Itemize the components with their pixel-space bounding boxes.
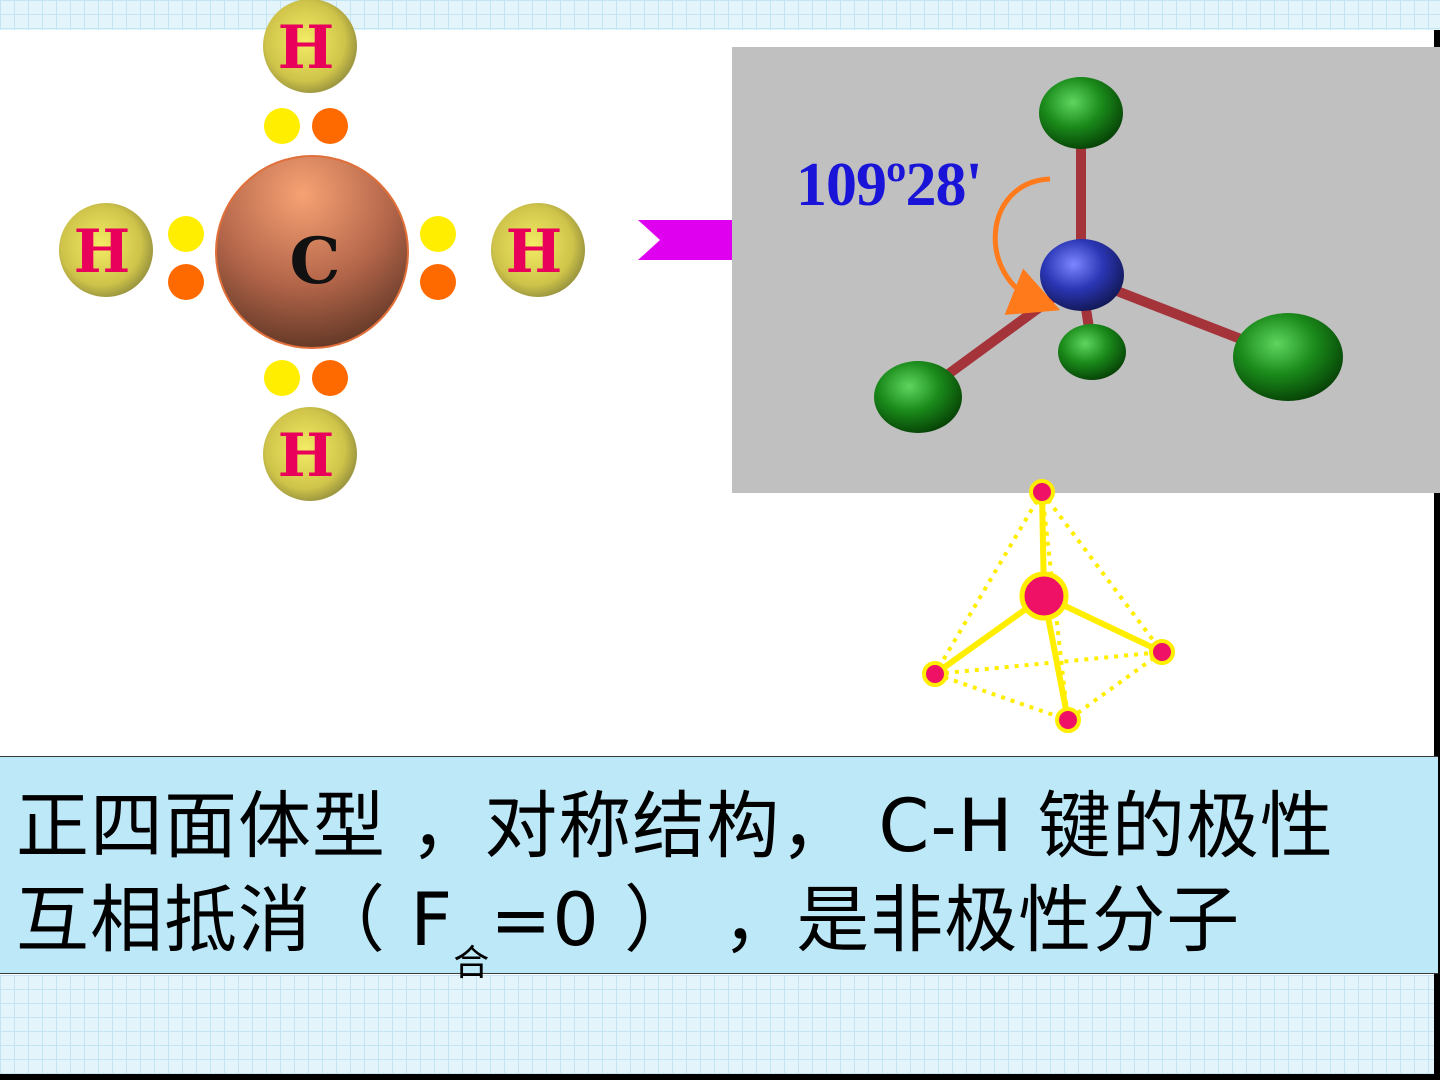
hydrogen-atom-label: H (74, 217, 131, 287)
vertex-atom-dot (922, 661, 948, 687)
electron-dot (312, 108, 348, 144)
hydrogen-atom-label: H (506, 217, 563, 287)
shared-electron-pairs (168, 108, 456, 396)
slide-bottom-border (0, 1074, 1440, 1080)
caption-line-2-start: 互相抵消（ F (16, 878, 454, 963)
caption-line-2-end: =0 ） ，是非极性分子 (490, 878, 1241, 963)
vertex-atom-dot (1149, 639, 1175, 665)
caption-box: 正四面体型 ，对称结构， C-H 键的极性 互相抵消（ F合=0 ） ，是非极性… (0, 756, 1438, 984)
hydrogen-atom-label: H (278, 13, 335, 83)
lewis-structure-diagram: C H H H H (59, 0, 585, 501)
decorative-grid-band-top (0, 0, 1440, 30)
hydrogen-atom-top: H (263, 0, 357, 93)
electron-dot (264, 108, 300, 144)
bond-angle-label: 109º28' (796, 151, 983, 219)
caption-line-1: 正四面体型 ，对称结构， C-H 键的极性 (16, 784, 1334, 869)
electron-dot (420, 216, 456, 252)
carbon-ball (1040, 239, 1124, 311)
force-subscript: 合 (453, 943, 491, 984)
electron-dot (420, 264, 456, 300)
carbon-atom: C (215, 155, 409, 349)
hydrogen-ball (1233, 313, 1343, 401)
hydrogen-atom-bottom: H (263, 407, 357, 501)
caption-line-2: 互相抵消（ F合=0 ） ，是非极性分子 (16, 861, 1241, 984)
decorative-grid-band-bottom (0, 975, 1440, 1080)
hydrogen-ball (1058, 324, 1126, 380)
vertex-atom-dot (1029, 479, 1055, 505)
hydrogen-atom-label: H (278, 421, 335, 491)
electron-dot (312, 360, 348, 396)
ball-stick-model-panel (732, 47, 1440, 493)
carbon-atom-label: C (290, 224, 341, 299)
hydrogen-ball (874, 361, 962, 433)
slide-right-border (1434, 30, 1440, 1080)
center-atom-dot (1019, 571, 1069, 621)
tetrahedron-schematic (922, 479, 1175, 733)
methane-ball-stick-model (874, 77, 1343, 433)
hydrogen-atom-left: H (59, 203, 153, 297)
hydrogen-ball (1039, 77, 1123, 149)
electron-dot (168, 216, 204, 252)
bond-angle-arc (992, 176, 1061, 315)
electron-dot (264, 360, 300, 396)
electron-dot (168, 264, 204, 300)
vertex-atom-dot (1055, 707, 1081, 733)
hydrogen-atom-right: H (491, 203, 585, 297)
